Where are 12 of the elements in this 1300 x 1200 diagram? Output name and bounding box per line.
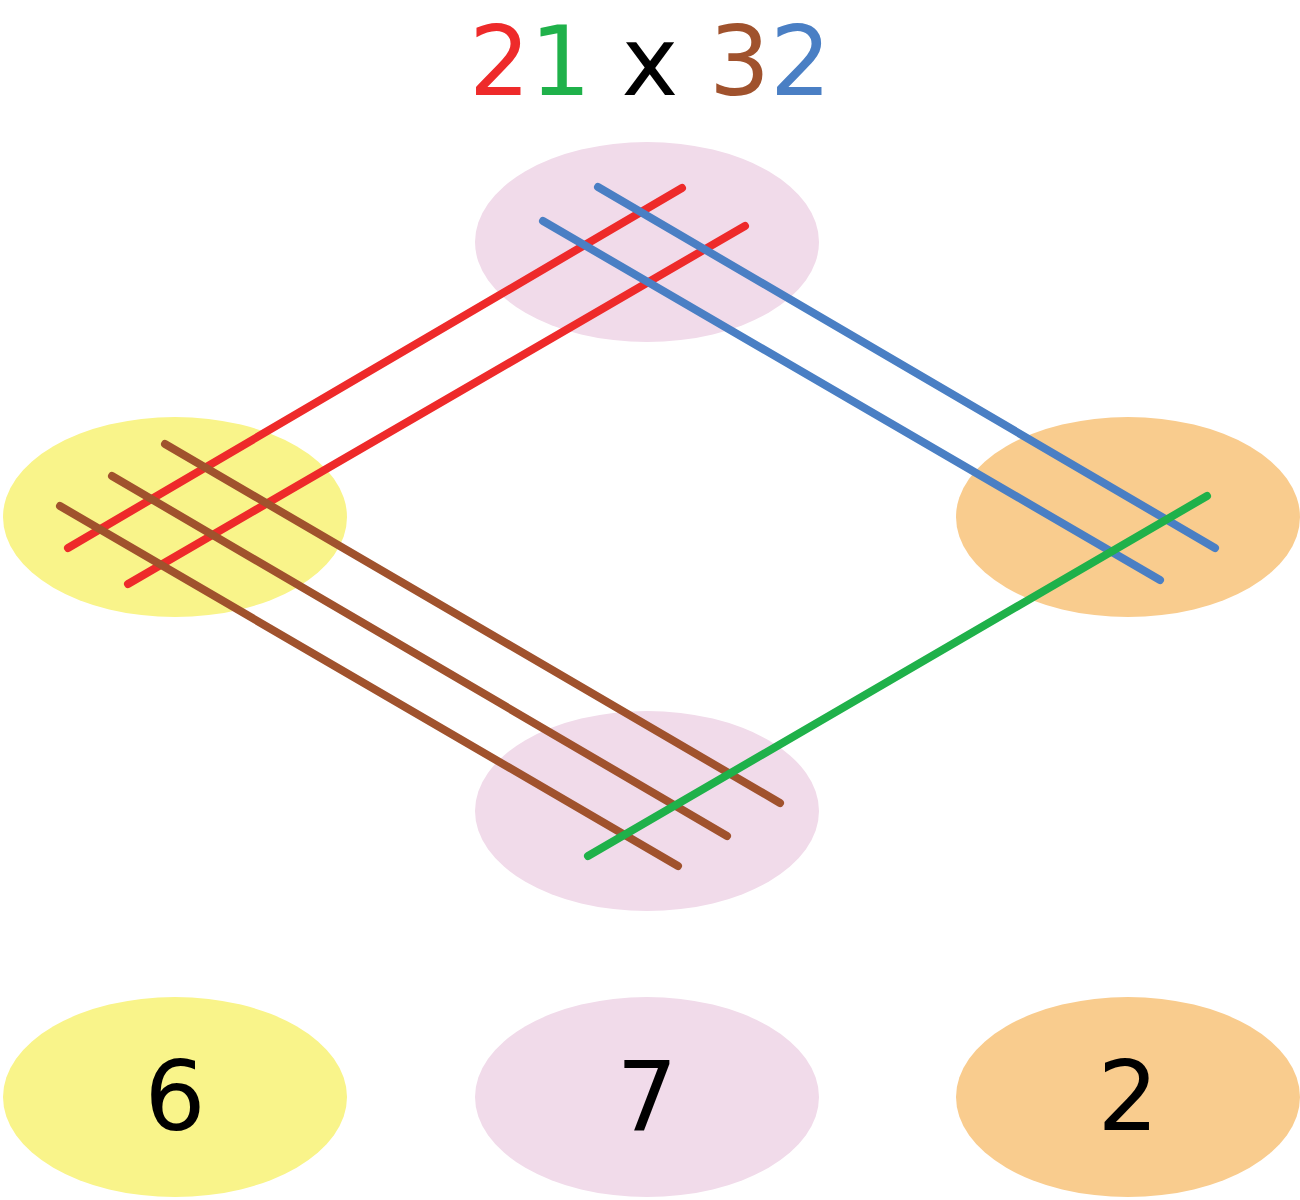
- connector-line: [161, 440, 784, 807]
- connector-line: [64, 184, 686, 552]
- product-digit: 2: [1097, 1049, 1159, 1145]
- connector-line: [108, 472, 731, 840]
- connector-line: [539, 217, 1164, 584]
- connector-line: [584, 492, 1211, 860]
- connector-line: [594, 183, 1219, 552]
- connector-line: [124, 222, 749, 588]
- connector-line: [56, 502, 682, 870]
- product-digit: 6: [144, 1049, 206, 1145]
- product-digit: 7: [616, 1049, 678, 1145]
- title: 21 x 32: [467, 10, 833, 116]
